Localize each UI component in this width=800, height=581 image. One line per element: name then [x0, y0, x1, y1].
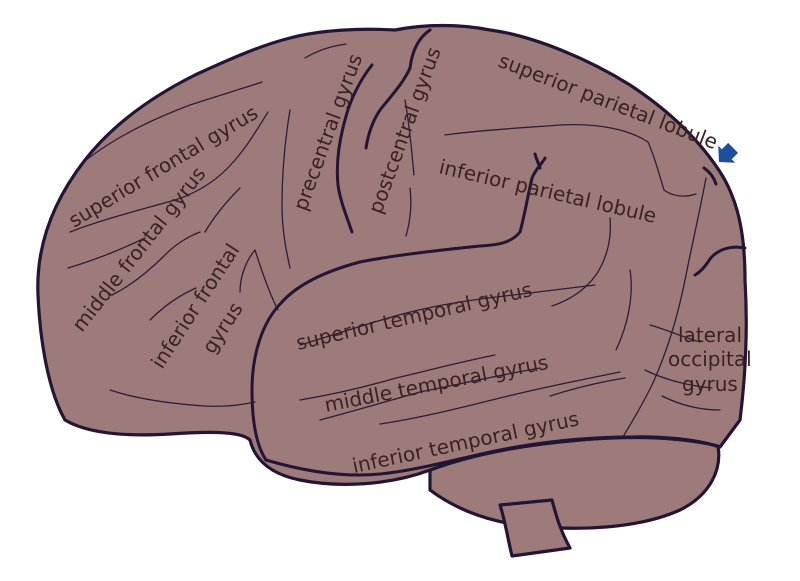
gyral-lines	[67, 43, 721, 436]
lateral-sulcus-branch	[533, 152, 542, 170]
brainstem	[498, 498, 572, 558]
parieto-occipital-notch	[702, 166, 718, 186]
label-lateral-occipital-line3: gyrus	[682, 372, 738, 396]
label-lateral-occipital-line2: occipital	[668, 347, 752, 371]
central-sulcus	[335, 63, 374, 234]
temporal-lobe-inner-border	[250, 300, 284, 462]
occipital-sulcus	[693, 245, 747, 277]
inferior-temporal-border	[264, 435, 720, 477]
cerebrum	[36, 23, 748, 486]
lateral-sulcus	[280, 156, 547, 304]
label-lateral-occipital-line1: lateral	[678, 323, 742, 347]
postcentral-sulcus	[364, 28, 432, 150]
